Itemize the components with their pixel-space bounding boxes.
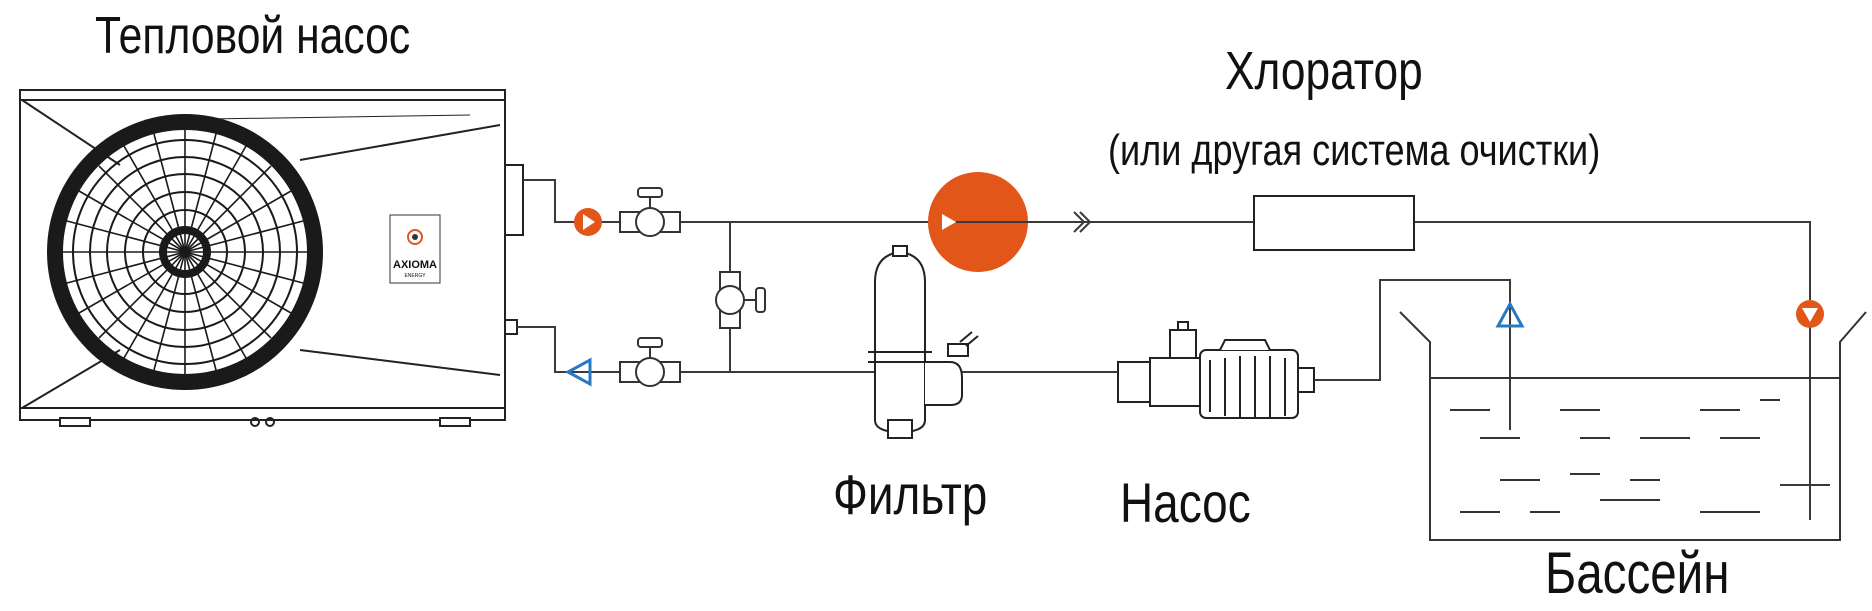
- flow-arrow-icon: [1495, 300, 1525, 328]
- valve-icon: [619, 187, 681, 237]
- filter-label: Фильтр: [833, 463, 988, 526]
- chlorinator-icon: [1253, 195, 1415, 251]
- logo-text: AXIOMA: [393, 259, 437, 271]
- heat-pump-label: Тепловой насос: [95, 7, 411, 65]
- filter-icon: [868, 245, 979, 439]
- flow-arrow-icon: [928, 172, 1092, 272]
- logo-subtext: ENERGY: [404, 273, 426, 279]
- pump-label: Насос: [1120, 471, 1251, 534]
- pool-label: Бассейн: [1545, 541, 1730, 606]
- flow-arrow-icon: [564, 357, 592, 387]
- pool-icon: [1399, 311, 1867, 541]
- heat-pump-unit: [19, 89, 524, 427]
- valve-icon: [715, 271, 766, 329]
- chlorinator-note: (или другая система очистки): [1108, 126, 1601, 175]
- pump-icon: [1117, 321, 1315, 419]
- valve-icon: [619, 337, 681, 387]
- flow-arrow-icon: [574, 208, 602, 236]
- chlorinator-label: Хлоратор: [1225, 41, 1423, 101]
- fan-icon: [47, 114, 323, 390]
- axioma-logo: AXIOMA ENERGY: [389, 214, 441, 284]
- flow-arrow-icon: [1796, 300, 1824, 328]
